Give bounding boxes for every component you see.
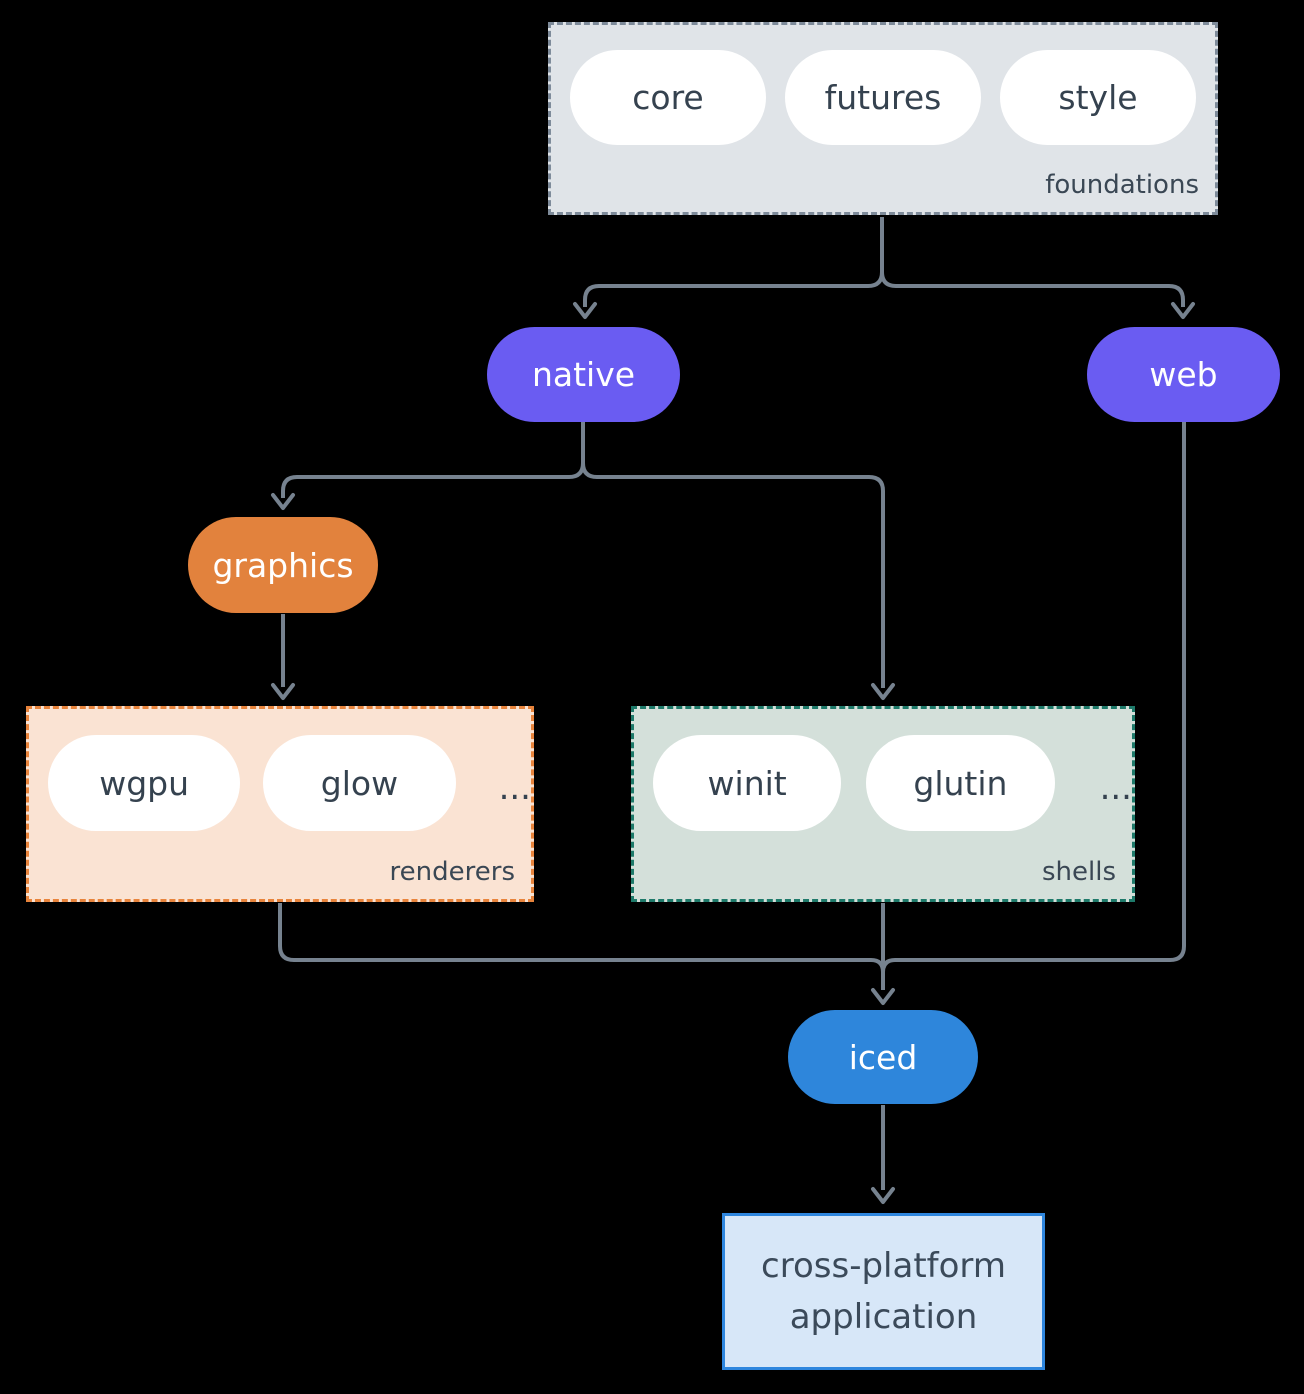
arrowhead-iced bbox=[871, 988, 895, 1005]
arrowhead-web bbox=[1171, 302, 1195, 319]
arrowhead-renderers bbox=[271, 683, 295, 700]
shells-pill-row: winit glutin ... bbox=[634, 709, 1132, 831]
shells-ellipsis: ... bbox=[1099, 768, 1132, 808]
edge-foundations-to-native bbox=[583, 271, 884, 307]
node-glow: glow bbox=[263, 735, 456, 831]
renderers-pill-row: wgpu glow ... bbox=[29, 709, 531, 831]
renderers-label: renderers bbox=[389, 857, 515, 887]
group-renderers: wgpu glow ... renderers bbox=[26, 706, 534, 902]
node-cross-platform-application: cross-platform application bbox=[722, 1213, 1045, 1370]
group-shells: winit glutin ... shells bbox=[631, 706, 1135, 902]
node-iced: iced bbox=[788, 1010, 978, 1104]
shells-label: shells bbox=[1041, 857, 1116, 887]
node-core: core bbox=[570, 50, 766, 145]
node-glutin: glutin bbox=[866, 735, 1055, 831]
node-winit: winit bbox=[653, 735, 842, 831]
foundations-pill-row: core futures style bbox=[551, 25, 1215, 145]
edge-web-to-merge bbox=[895, 422, 1186, 962]
foundations-label: foundations bbox=[1045, 170, 1199, 200]
node-web: web bbox=[1087, 327, 1280, 422]
arrowhead-shells bbox=[871, 683, 895, 700]
edge-renderers-to-merge bbox=[278, 903, 871, 962]
edge-foundations-to-web bbox=[880, 271, 1185, 307]
edge-native-to-shells bbox=[581, 462, 885, 688]
arrowhead-graphics bbox=[271, 493, 295, 510]
arrowhead-native bbox=[573, 302, 597, 319]
node-graphics: graphics bbox=[188, 517, 378, 613]
node-futures: futures bbox=[785, 50, 981, 145]
node-native: native bbox=[487, 327, 680, 422]
node-wgpu: wgpu bbox=[48, 735, 241, 831]
group-foundations: core futures style foundations bbox=[548, 22, 1218, 215]
arrowhead-application bbox=[871, 1187, 895, 1204]
edge-native-to-graphics bbox=[281, 462, 585, 498]
node-style: style bbox=[1000, 50, 1196, 145]
renderers-ellipsis: ... bbox=[498, 768, 531, 808]
